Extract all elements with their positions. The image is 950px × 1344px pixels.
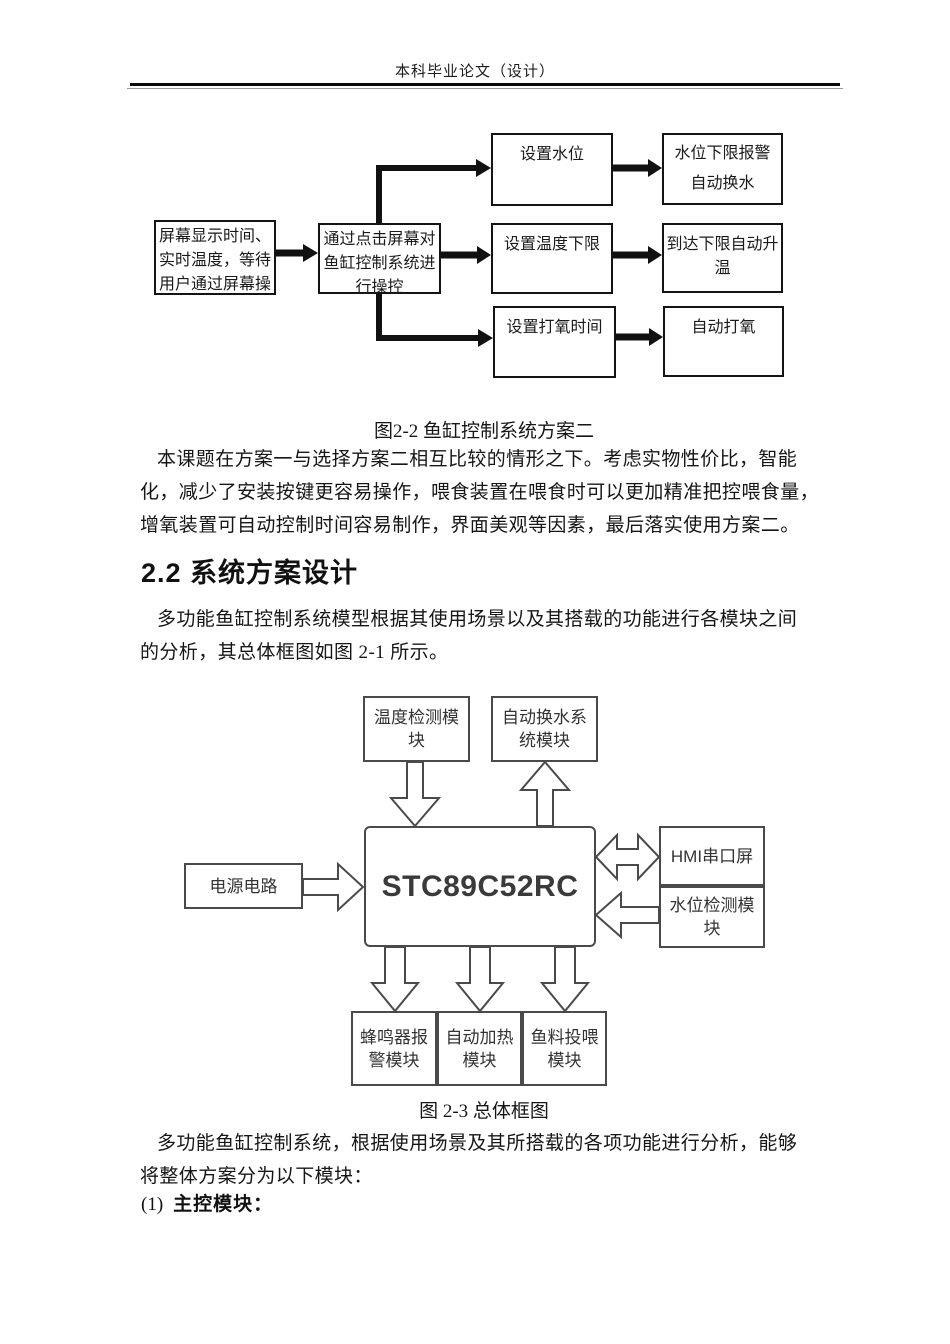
paragraph-1-line3: 增氧装置可自动控制时间容易制作，界面美观等因素，最后落实使用方案二。 (140, 515, 800, 536)
box-oxygen-result-label: 自动打氧 (691, 319, 756, 336)
box-buzzer-alarm-module: 蜂鸣器报 警模块 (351, 1011, 437, 1086)
box-buzzer-line1: 蜂鸣器报 (360, 1027, 428, 1047)
box-buzzer-line2: 警模块 (368, 1050, 420, 1070)
arrow-settemp-to-result (613, 251, 649, 259)
paragraph-2-line1: 多功能鱼缸控制系统模型根据其使用场景以及其搭载的功能进行各模块之间 (157, 609, 798, 630)
box-water-change-line2: 统模块 (519, 731, 570, 750)
arrow-branch-down-vertical (376, 294, 382, 341)
header-rule (130, 83, 840, 86)
box-screen-display: 屏幕显示时间、 实时温度，等待 用户通过屏幕操 (154, 220, 276, 295)
box-mcu-stc89c52rc: STC89C52RC (364, 826, 596, 947)
paragraph-2-line2: 的分析，其总体框图如图 2-1 所示。 (140, 642, 449, 663)
box-control-line1: 通过点击屏幕对 (323, 231, 436, 248)
arrow-screen-to-control (276, 249, 304, 257)
box-set-oxygen-time: 设置打氧时间 (493, 306, 616, 378)
arrow-setwater-to-result (613, 164, 649, 172)
arrow-control-to-settemp (441, 251, 478, 259)
box-set-temp-label: 设置温度下限 (503, 236, 600, 253)
box-auto-heat-result: 到达下限自动升 温 (662, 223, 783, 293)
box-screen-line2: 实时温度，等待 (158, 252, 271, 269)
arrow-screen-to-control-head (303, 244, 318, 262)
box-water-change-line1: 自动换水系 (502, 708, 587, 727)
box-water-result-line1: 水位下限报警 (674, 145, 771, 162)
box-set-temp-limit: 设置温度下限 (491, 223, 613, 294)
list-item-1: (1) 主控模块： (141, 1189, 273, 1216)
box-heater-line2: 模块 (462, 1050, 497, 1070)
box-water-level-line1: 水位检测模 (669, 896, 755, 915)
arrow-setoxy-to-result-head (649, 328, 663, 346)
box-temp-module-line2: 块 (408, 731, 425, 750)
box-water-level-line2: 块 (703, 919, 721, 938)
header-rule-shadow (127, 88, 843, 89)
figure-2-2-caption: 图2-2 鱼缸控制系统方案二 (373, 421, 595, 442)
box-set-oxygen-label: 设置打氧时间 (506, 319, 603, 336)
box-screen-line3: 用户通过屏幕操 (158, 276, 271, 293)
box-temp-module-line1: 温度检测模 (374, 708, 459, 727)
arrow-temp-to-mcu (388, 761, 442, 828)
box-power-circuit: 电源电路 (184, 863, 303, 909)
box-feeder-line1: 鱼料投喂 (530, 1027, 599, 1047)
arrow-settemp-to-result-head (648, 246, 662, 264)
arrow-mcu-to-waterchange (518, 760, 572, 827)
arrow-mcu-to-heater (454, 946, 506, 1013)
list-item-1-number: (1) (141, 1194, 164, 1215)
box-feeder-line2: 模块 (547, 1050, 582, 1070)
box-hmi-label: HMI串口屏 (670, 846, 754, 866)
box-set-water-level: 设置水位 (491, 133, 613, 206)
box-auto-oxygen-result: 自动打氧 (663, 306, 784, 377)
box-water-level-detect-module: 水位检测模 块 (659, 886, 765, 948)
box-control-line2: 鱼缸控制系统进 (323, 255, 436, 272)
box-screen-line1: 屏幕显示时间、 (158, 228, 271, 245)
arrow-branch-down-head (478, 329, 493, 347)
arrow-branch-up-horizontal (376, 165, 477, 171)
arrow-mcu-hmi-bidirectional (594, 832, 661, 882)
box-temp-detect-module: 温度检测模 块 (363, 696, 470, 762)
box-hmi-serial-screen: HMI串口屏 (659, 826, 765, 886)
paragraph-1-line2: 化，减少了安装按键更容易操作，喂食装置在喂食时可以更加精准把控喂食量， (140, 482, 820, 503)
paragraph-1: 本课题在方案一与选择方案二相互比较的情形之下。考虑实物性价比，智能 化，减少了安… (140, 443, 840, 542)
arrow-branch-down-horizontal (376, 335, 479, 341)
box-heater-line1: 自动加热 (445, 1027, 514, 1047)
box-fish-feed-module: 鱼料投喂 模块 (522, 1011, 607, 1086)
box-control-line3: 行操控 (355, 279, 404, 296)
paragraph-1-line1: 本课题在方案一与选择方案二相互比较的情形之下。考虑实物性价比，智能 (157, 449, 798, 470)
paragraph-2: 多功能鱼缸控制系统模型根据其使用场景以及其搭载的功能进行各模块之间 的分析，其总… (140, 603, 840, 669)
box-temp-result-line2: 温 (714, 260, 731, 277)
box-set-water-label: 设置水位 (519, 146, 584, 163)
arrow-power-to-mcu (302, 861, 365, 913)
list-item-1-label: 主控模块： (173, 1194, 274, 1215)
box-water-result-line2: 自动换水 (690, 175, 755, 192)
arrow-waterlevel-to-mcu (594, 890, 660, 940)
arrow-mcu-to-buzzer (369, 946, 421, 1013)
box-touch-control: 通过点击屏幕对 鱼缸控制系统进 行操控 (318, 223, 441, 296)
section-heading-2-2: 2.2 系统方案设计 (141, 558, 359, 588)
paragraph-3-line2: 将整体方案分为以下模块： (140, 1166, 373, 1187)
box-mcu-label: STC89C52RC (381, 870, 579, 903)
arrow-branch-up-head (476, 159, 491, 177)
arrow-mcu-to-feeder (539, 946, 591, 1013)
paragraph-3: 多功能鱼缸控制系统，根据使用场景及其所搭载的各项功能进行分析，能够 将整体方案分… (140, 1127, 840, 1193)
paragraph-3-line1: 多功能鱼缸控制系统，根据使用场景及其所搭载的各项功能进行分析，能够 (157, 1133, 798, 1154)
box-power-label: 电源电路 (209, 876, 278, 896)
box-temp-result-line1: 到达下限自动升 (666, 236, 779, 253)
page-header-title: 本科毕业论文（设计） (394, 64, 555, 80)
arrow-control-to-settemp-head (477, 246, 491, 264)
arrow-setwater-to-result-head (648, 159, 662, 177)
box-water-alarm-result: 水位下限报警 自动换水 (662, 133, 783, 205)
box-auto-heat-module: 自动加热 模块 (437, 1011, 522, 1086)
figure-2-3-caption: 图 2-3 总体框图 (419, 1101, 549, 1122)
arrow-branch-up-vertical (376, 171, 382, 223)
arrow-setoxy-to-result (616, 333, 650, 341)
box-auto-water-change-module: 自动换水系 统模块 (491, 696, 598, 762)
